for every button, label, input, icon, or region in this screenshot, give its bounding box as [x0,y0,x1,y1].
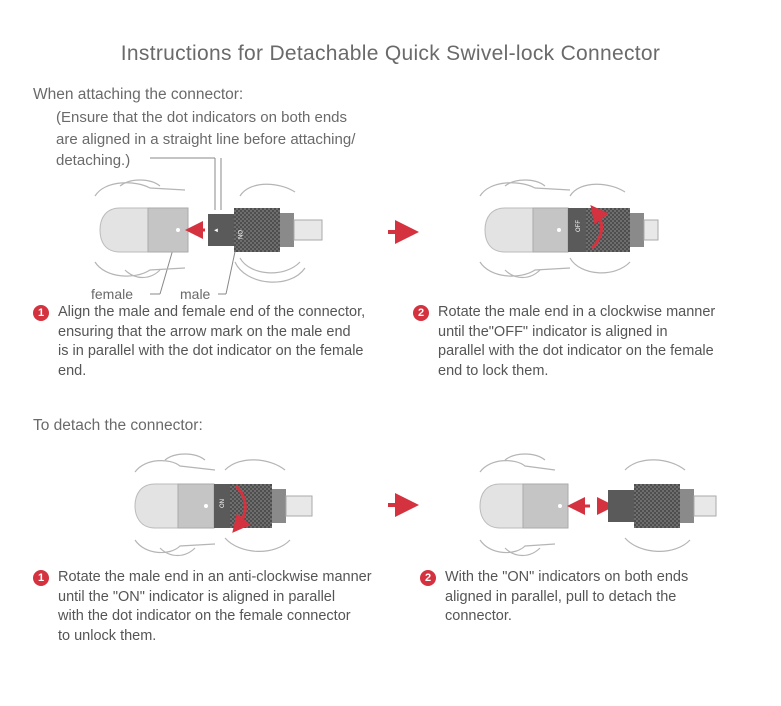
step-text-line: to unlock them. [58,627,157,644]
step-text-line: end to lock them. [438,362,549,379]
note-line: (Ensure that the dot indicators on both … [56,109,348,126]
step-text-line: parallel with the dot indicator on the f… [438,343,714,359]
female-label: female [91,286,134,302]
note-leader-lines [150,157,237,295]
attach-step1-illustration: ON ◄ [94,179,323,283]
step-text-line: until the "ON" indicator is aligned in p… [58,588,336,605]
detach-step1-illustration: ON [134,453,313,557]
male-label: male [180,286,211,302]
step-text-line: ensuring that the arrow mark on the male… [58,323,351,340]
step-text-line: connector. [445,608,512,624]
detach-step2-illustration [479,453,717,557]
step-text-line: is in parallel with the dot indicator on… [58,343,364,359]
attach-heading: When attaching the connector: [33,86,244,103]
on-marking: ON [236,230,242,239]
step-text-line: With the "ON" indicators on both ends [445,569,689,585]
step-text-line: Rotate the male end in an anti-clockwise… [58,569,372,585]
note-line: are aligned in a straight line before at… [56,130,356,148]
step-number-badge: 1 [33,570,49,586]
step-text-line: Rotate the male end in a clockwise manne… [438,304,716,320]
page-title: Instructions for Detachable Quick Swivel… [120,42,661,65]
step-number-badge: 2 [413,305,429,321]
note-line: detaching.) [56,152,131,169]
step-text-line: end. [58,362,87,379]
step-text-line: aligned in parallel, pull to detach the [445,588,677,605]
on-marking: ON [220,499,226,508]
alignment-note: (Ensure that the dot indicators on both … [56,107,355,172]
step-text-line: until the"OFF" indicator is aligned in [438,323,668,340]
detach-heading: To detach the connector: [33,417,203,434]
attach-step2-illustration: OFF [479,179,659,279]
step-number-badge: 1 [33,305,49,321]
step-text-line: with the dot indicator on the female con… [58,608,351,624]
hand-outline [94,179,306,283]
step-number-badge: 2 [420,570,436,586]
svg-text:◄: ◄ [213,228,219,234]
step-text-line: Align the male and female end of the con… [58,304,366,320]
off-marking: OFF [576,220,582,232]
